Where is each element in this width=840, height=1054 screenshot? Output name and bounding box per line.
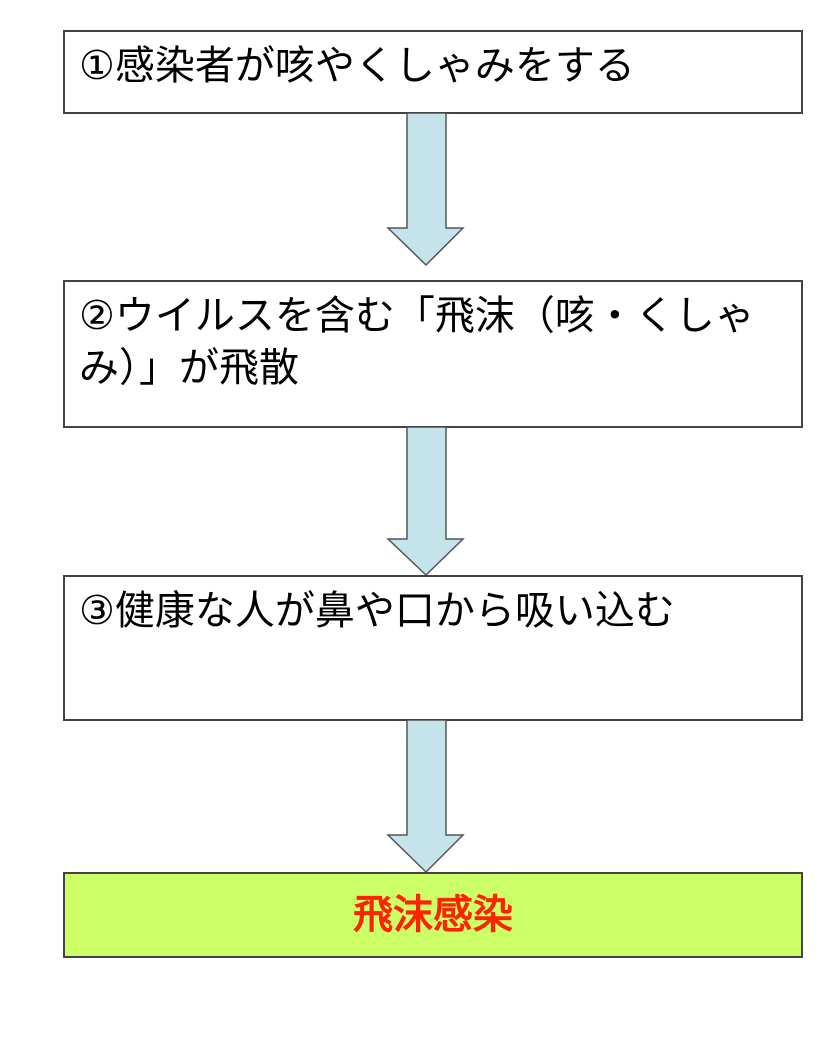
step-3-text: ③健康な人が鼻や口から吸い込む: [79, 588, 675, 634]
down-arrow-1: [386, 113, 465, 267]
result-text: 飛沫感染: [353, 892, 513, 938]
step-1-box: ①感染者が咳やくしゃみをする: [63, 30, 803, 114]
step-1-text: ①感染者が咳やくしゃみをする: [79, 43, 635, 89]
down-arrow-3: [386, 720, 465, 874]
down-arrow-2: [386, 427, 465, 577]
result-box: 飛沫感染: [63, 872, 803, 958]
step-2-text: ②ウイルスを含む「飛沫（咳・くしゃみ）」が飛散: [79, 293, 755, 391]
step-2-box: ②ウイルスを含む「飛沫（咳・くしゃみ）」が飛散: [63, 280, 803, 428]
step-3-box: ③健康な人が鼻や口から吸い込む: [63, 575, 803, 721]
